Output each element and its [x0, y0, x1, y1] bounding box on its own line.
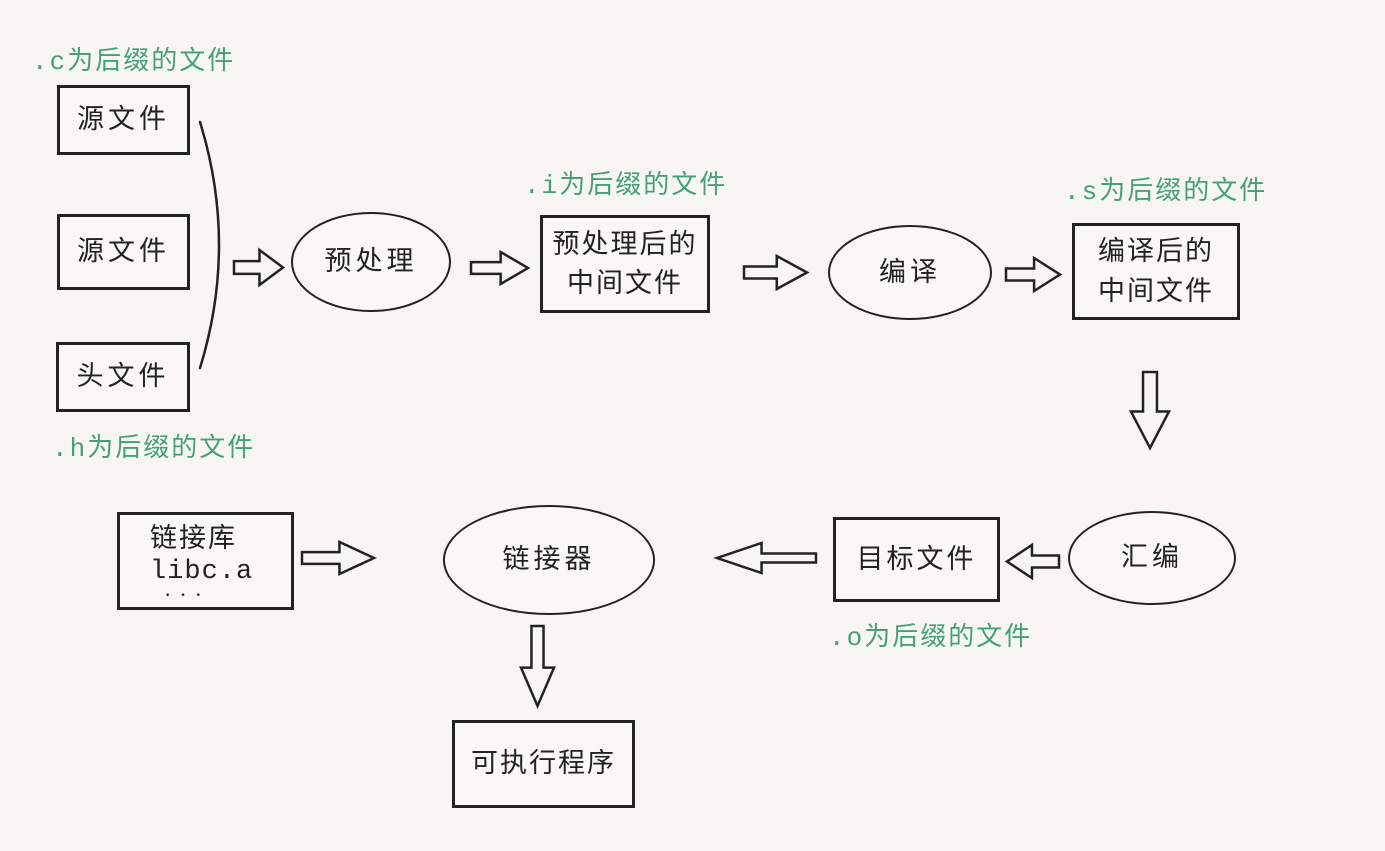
preprocessed-file-line1: 预处理后的 — [552, 228, 698, 259]
arrow-ifile-to-compile — [744, 256, 807, 289]
arrow-assemble-to-object — [1007, 545, 1059, 578]
preprocess-ellipse: 预处理 — [291, 212, 451, 312]
source-file-box-2: 源文件 — [57, 214, 190, 290]
compile-ellipse: 编译 — [828, 225, 992, 320]
executable-box: 可执行程序 — [452, 720, 635, 808]
assemble-label: 汇编 — [1121, 542, 1183, 573]
arrow-sfile-to-assemble — [1131, 372, 1169, 448]
label-s-suffix: .s为后缀的文件 — [1064, 177, 1268, 207]
label-i-suffix: .i为后缀的文件 — [524, 171, 728, 201]
linker-ellipse: 链接器 — [443, 505, 655, 615]
arrow-linker-to-executable — [521, 626, 554, 706]
compiled-file-line1: 编译后的 — [1098, 236, 1214, 267]
arrow-sources-to-preprocess — [234, 250, 283, 285]
arrow-preprocess-to-ifile — [471, 252, 528, 284]
label-c-suffix: .c为后缀的文件 — [32, 47, 236, 77]
object-file-box: 目标文件 — [833, 517, 1000, 602]
label-o-suffix: .o为后缀的文件 — [829, 623, 1033, 653]
preprocessed-file-box: 预处理后的 中间文件 — [540, 215, 710, 313]
source-file-1-label: 源文件 — [77, 104, 170, 135]
source-file-box-1: 源文件 — [57, 85, 190, 155]
library-line1: 链接库 — [150, 522, 237, 553]
compiled-file-box: 编译后的 中间文件 — [1072, 223, 1240, 320]
header-file-box: 头文件 — [56, 342, 190, 412]
compile-label: 编译 — [879, 256, 941, 287]
arrow-compile-to-sfile — [1006, 258, 1060, 291]
library-box: 链接库 libc.a ··· — [117, 512, 294, 610]
preprocessed-file-line2: 中间文件 — [567, 268, 683, 298]
arrow-object-to-linker — [717, 543, 816, 573]
label-h-suffix: .h为后缀的文件 — [52, 434, 256, 464]
header-file-label: 头文件 — [76, 361, 170, 392]
library-line2: libc.a — [150, 556, 254, 587]
source-file-2-label: 源文件 — [77, 236, 170, 267]
executable-label: 可执行程序 — [471, 748, 616, 779]
gather-curve — [192, 118, 242, 372]
compiled-file-line2: 中间文件 — [1098, 275, 1214, 306]
assemble-ellipse: 汇编 — [1068, 511, 1236, 605]
arrow-library-to-linker — [302, 542, 374, 574]
library-line3: ··· — [164, 582, 210, 608]
preprocess-label: 预处理 — [324, 246, 418, 277]
linker-label: 链接器 — [502, 544, 596, 575]
object-file-label: 目标文件 — [856, 543, 977, 574]
